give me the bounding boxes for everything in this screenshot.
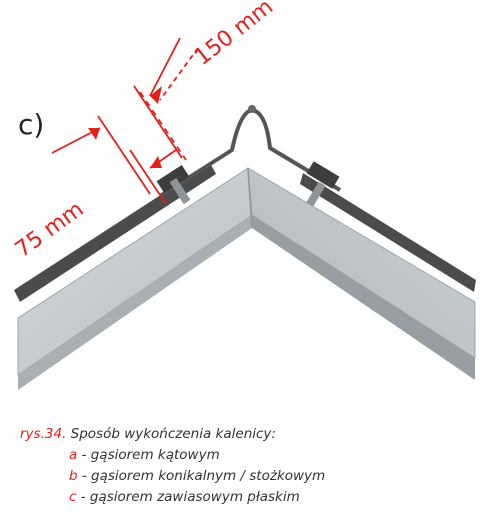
left-clip <box>156 164 190 194</box>
roof-structure <box>17 167 476 390</box>
ridge-diagram: c) 150 mm 75 mm <box>11 0 476 390</box>
right-roof-sheet <box>300 173 476 292</box>
figure-caption: rys.34. Sposób wykończenia kalenicy: a -… <box>20 424 490 508</box>
ridge-clips <box>156 161 340 207</box>
caption-item-text: - gąsiorem zawiasowym płaskim <box>76 489 300 505</box>
dimension-150-label: 150 mm <box>190 0 278 71</box>
ridge-fastener <box>248 105 256 113</box>
left-roof-sheet <box>14 163 216 302</box>
caption-item-text: - gąsiorem kątowym <box>77 447 220 463</box>
figure-ref: rys.34. <box>20 426 67 442</box>
roof-sheets <box>14 163 476 302</box>
right-bracket <box>306 181 326 207</box>
caption-item-letter: b <box>69 468 78 484</box>
caption-item-c: c - gąsiorem zawiasowym płaskim <box>20 487 490 508</box>
caption-item-b: b - gąsiorem konikalnym / stożkowym <box>20 466 490 487</box>
dimension-150 <box>133 37 199 161</box>
caption-item-a: a - gąsiorem kątowym <box>20 445 490 466</box>
caption-item-letter: c <box>69 489 77 505</box>
caption-title-line: rys.34. Sposób wykończenia kalenicy: <box>20 424 490 445</box>
ridge-flashing <box>158 105 342 198</box>
left-bracket <box>169 177 191 205</box>
left-board-edge <box>18 215 252 390</box>
caption-title: Sposób wykończenia kalenicy: <box>70 426 276 442</box>
caption-item-text: - gąsiorem konikalnym / stożkowym <box>77 468 326 484</box>
right-clip <box>306 161 340 189</box>
panel-label: c) <box>18 108 44 141</box>
caption-item-letter: a <box>69 447 78 463</box>
right-board-edge <box>252 215 475 380</box>
dimension-75 <box>51 115 177 205</box>
